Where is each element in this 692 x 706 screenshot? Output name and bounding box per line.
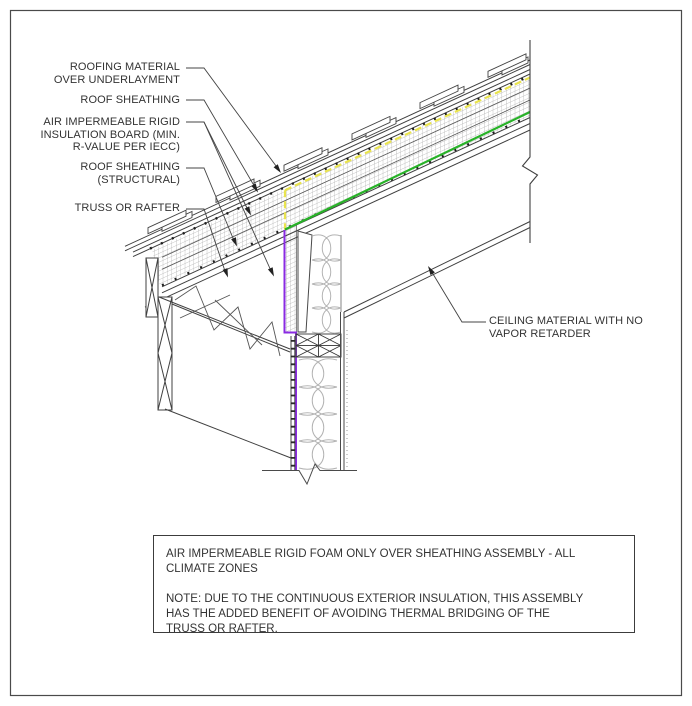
air-barrier-green-line (284, 111, 531, 231)
truss-web-member (297, 230, 313, 333)
leader-lines (186, 67, 486, 323)
wall-upper (295, 230, 342, 358)
label-ceiling-material: CEILING MATERIAL WITH NO VAPOR RETARDER (489, 315, 643, 340)
rigid-insulation-hatch (152, 76, 530, 287)
corner-post (157, 296, 173, 411)
insulation-top-boundary (283, 76, 531, 230)
note-box-title: AIR IMPERMEABLE RIGID FOAM ONLY OVER SHE… (166, 548, 576, 575)
wall-break-line (262, 462, 357, 486)
wall-insulation-strip-hatch (285, 223, 297, 333)
label-truss-or-rafter: TRUSS OR RAFTER (74, 202, 180, 214)
wall-face-bottom-edge (164, 408, 292, 459)
sheet-border (9, 9, 683, 697)
ceiling-lines (343, 221, 531, 319)
air-barrier-purple-line (283, 230, 297, 471)
note-box: AIR IMPERMEABLE RIGID FOAM ONLY OVER SHE… (153, 535, 635, 635)
note-box-note: NOTE: DUE TO THE CONTINUOUS EXTERIOR INS… (166, 593, 584, 635)
label-structural-sheathing: ROOF SHEATHING (STRUCTURAL) (80, 161, 180, 186)
roof-assembly (124, 59, 531, 333)
fastener-ticks-bottom (161, 114, 531, 287)
eave-assembly (145, 257, 292, 459)
leader-arrowheads (222, 164, 435, 278)
label-roof-sheathing: ROOF SHEATHING (80, 94, 180, 106)
batt-insulation (298, 234, 342, 470)
label-roofing-material: ROOFING MATERIAL OVER UNDERLAYMENT (53, 61, 180, 86)
label-rigid-insulation: AIR IMPERMEABLE RIGID INSULATION BOARD (… (40, 116, 180, 153)
section-break-line (521, 40, 539, 243)
shingle-tabs (147, 53, 529, 235)
truss-webs (174, 285, 281, 357)
wall-lower (262, 312, 357, 486)
